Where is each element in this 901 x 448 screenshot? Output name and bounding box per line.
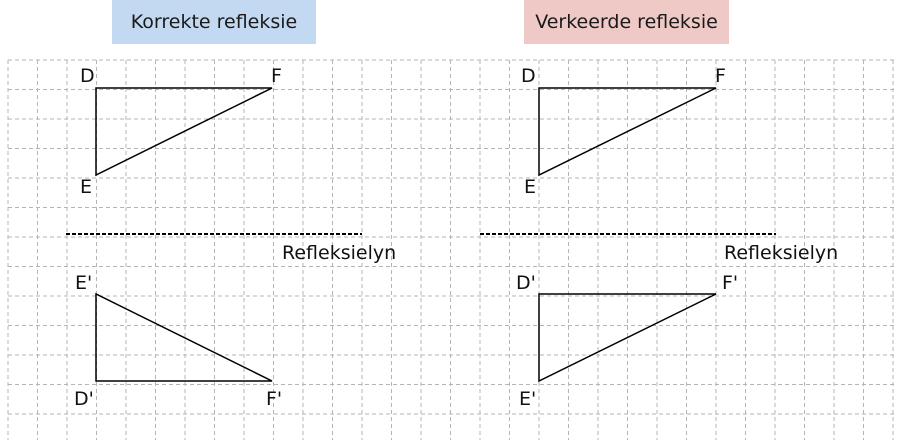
triangle-def [538, 87, 717, 177]
left-panel: D F E Refleksielyn E' D' F' [66, 65, 396, 410]
label-f-prime: F' [266, 388, 282, 410]
label-d: D [80, 65, 95, 87]
label-d: D [521, 65, 536, 87]
label-d-prime: D' [516, 272, 536, 294]
reflection-line-label: Refleksielyn [282, 242, 396, 264]
label-e-prime: E' [75, 272, 92, 294]
label-f: F [271, 65, 282, 87]
triangle-d-e-f-prime [95, 292, 273, 382]
label-d-prime: D' [74, 388, 94, 410]
label-e: E [524, 176, 536, 198]
label-e: E [80, 176, 92, 198]
title-incorrect-reflection: Verkeerde refleksie [524, 0, 729, 44]
label-f: F [715, 65, 726, 87]
title-correct-reflection: Korrekte refleksie [112, 0, 316, 44]
reflection-line-label: Refleksielyn [724, 242, 838, 264]
label-e-prime: E' [519, 388, 536, 410]
triangle-d-e-f-prime [538, 293, 717, 383]
label-f-prime: F' [722, 272, 738, 294]
triangle-def [95, 87, 273, 177]
right-panel: D F E Refleksielyn D' F' E' [480, 65, 838, 410]
